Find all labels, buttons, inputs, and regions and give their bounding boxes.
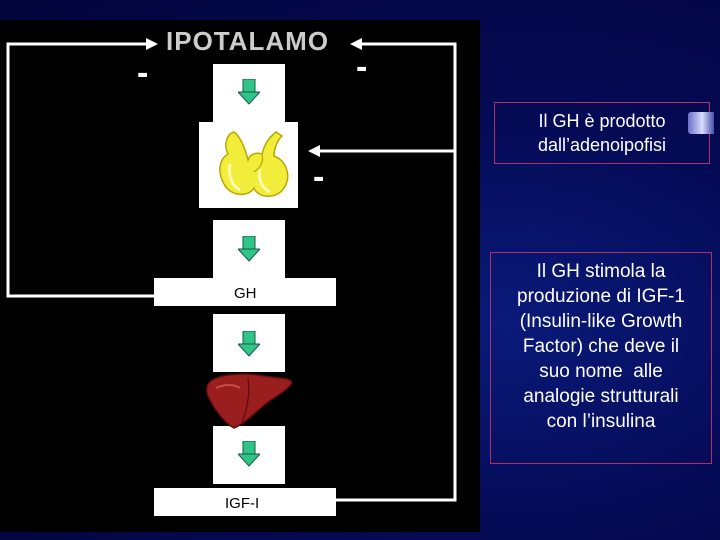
liver-icon bbox=[205, 373, 293, 429]
minus-sign-pituitary: - bbox=[313, 158, 325, 196]
minus-sign-left: - bbox=[137, 54, 149, 92]
gh-box bbox=[154, 278, 336, 306]
info-box1-line2: dall’adenoipofisi bbox=[537, 135, 667, 155]
info-box-igf1: Il GH stimola la produzione di IGF-1 (In… bbox=[490, 252, 712, 464]
green-down-arrow-icon bbox=[238, 331, 260, 357]
pituitary-gland-icon bbox=[219, 131, 289, 197]
info-box2-line: (Insulin-like Growth bbox=[519, 311, 683, 332]
info-box2-line: Factor) che deve il bbox=[522, 336, 680, 357]
minus-sign-top-right: - bbox=[356, 48, 368, 86]
igf-box bbox=[154, 488, 336, 516]
igf-label: IGF-I bbox=[225, 495, 260, 512]
green-down-arrow-icon bbox=[238, 236, 260, 262]
info-box-gh-production: Il GH è prodotto dall’adenoipofisi bbox=[494, 102, 710, 164]
info-box1-line1: Il GH è prodotto bbox=[538, 111, 666, 131]
green-down-arrow-icon bbox=[238, 79, 260, 105]
hypothalamus-title: IPOTALAMO bbox=[166, 26, 330, 56]
info-box2-line: Il GH stimola la bbox=[536, 261, 666, 282]
info-box2-line: produzione di IGF-1 bbox=[517, 286, 685, 307]
info-box2-line: suo nome alle bbox=[539, 361, 663, 382]
info-box2-line: con l’insulina bbox=[546, 411, 656, 432]
info-box2-line: analogie strutturali bbox=[523, 386, 679, 407]
gh-label: GH bbox=[234, 285, 257, 302]
green-down-arrow-icon bbox=[238, 441, 260, 467]
decorative-bar bbox=[688, 112, 714, 134]
